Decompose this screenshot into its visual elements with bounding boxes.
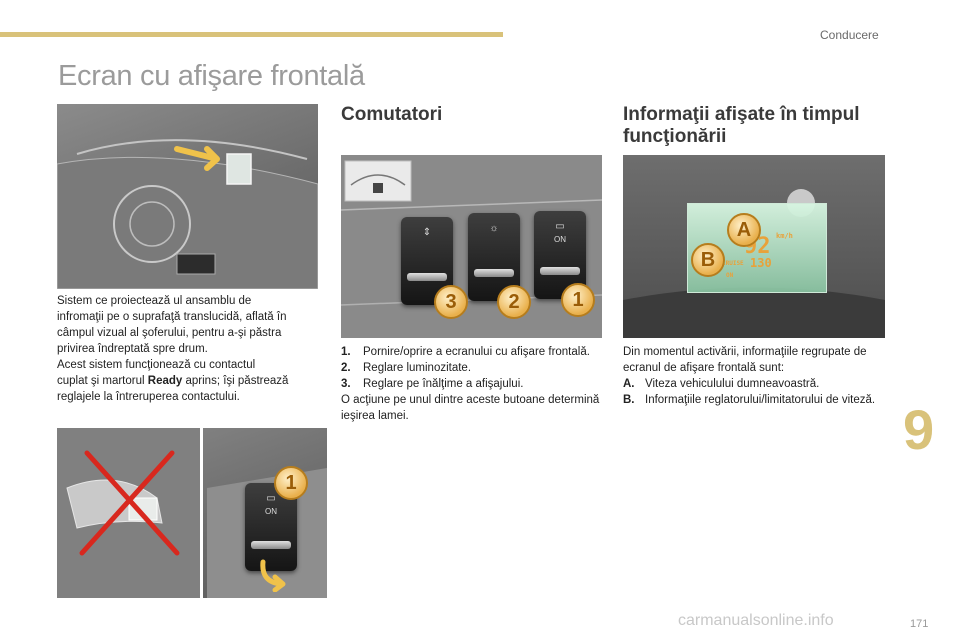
list-item: A. Viteza vehiculului dumneavoastră. bbox=[623, 376, 885, 392]
hud-icon: ▭ bbox=[555, 221, 565, 232]
hud-icon: ▭ bbox=[266, 493, 276, 504]
list-item-text: Pornire/oprire a ecranului cu afişare fr… bbox=[363, 346, 590, 358]
section-name: Conducere bbox=[820, 28, 879, 42]
hud-display-illustration: 92 km/h CRUISE 130 ON A B bbox=[623, 155, 885, 338]
intro-paragraph: Sistem ce proiectează ul ansamblu de inf… bbox=[57, 293, 319, 405]
list-item-number: 3. bbox=[341, 378, 351, 390]
switch-badge-3: 3 bbox=[434, 285, 468, 319]
list-item: 1. Pornire/oprire a ecranului cu afişare… bbox=[341, 344, 603, 360]
switch-press-illustration: ▭ ON 1 bbox=[57, 428, 327, 598]
intro-text: cuplat şi martorul bbox=[57, 375, 148, 387]
switch-bar bbox=[474, 269, 514, 277]
intro-line: Acest sistem funcţionează cu contactul bbox=[57, 359, 256, 371]
switches-list: 1. Pornire/oprire a ecranului cu afişare… bbox=[341, 344, 603, 424]
list-item-letter: A. bbox=[623, 378, 635, 390]
switches-heading: Comutatori bbox=[341, 104, 443, 125]
display-info-heading: Informaţii afişate în timpul funcţionări… bbox=[623, 104, 860, 147]
switch-badge-1: 1 bbox=[561, 283, 595, 317]
hud-set-speed: 130 bbox=[750, 256, 772, 270]
switch-bar bbox=[540, 267, 580, 275]
switch-on-label: ON bbox=[265, 507, 277, 516]
intro-line: infromaţii pe o suprafaţă translucidă, a… bbox=[57, 311, 287, 323]
hud-cruise-label: CRUISE bbox=[722, 260, 744, 267]
hud-badge-b: B bbox=[691, 243, 725, 277]
hud-speed-unit: km/h bbox=[776, 232, 793, 240]
dashboard-illustration bbox=[57, 104, 318, 289]
list-item-text: Informaţiile reglatorului/limitatorului … bbox=[645, 394, 876, 406]
switches-note: O acţiune pe unul dintre aceste butoane … bbox=[341, 394, 600, 422]
ready-indicator-label: Ready bbox=[147, 375, 183, 387]
switch-badge-1: 1 bbox=[274, 466, 308, 500]
intro-line: reglajele la întreruperea contactului. bbox=[57, 391, 240, 403]
list-item-text: Reglare pe înălţime a afişajului. bbox=[363, 378, 524, 390]
hud-on-label: ON bbox=[726, 272, 734, 279]
list-item-letter: B. bbox=[623, 394, 635, 406]
watermark: carmanualsonline.info bbox=[678, 612, 834, 629]
switch-bar bbox=[251, 541, 291, 549]
switch-on-label: ON bbox=[554, 235, 566, 244]
page-title: Ecran cu afişare frontală bbox=[58, 60, 365, 92]
dashboard-drawing bbox=[57, 139, 318, 289]
list-item-number: 1. bbox=[341, 346, 351, 358]
display-info-intro: Din momentul activării, informaţiile reg… bbox=[623, 346, 867, 374]
intro-line: câmpul vizual al şoferului, pentru a-şi … bbox=[57, 327, 282, 339]
intro-line: cuplat şi martorul Ready aprins; îşi păs… bbox=[57, 373, 319, 389]
hud-badge-a: A bbox=[727, 213, 761, 247]
page-number: 171 bbox=[910, 618, 929, 630]
intro-text: aprins; îşi păstrează bbox=[182, 375, 289, 387]
list-item-text: Reglare luminozitate. bbox=[363, 362, 472, 374]
display-info-text: Din momentul activării, informaţiile reg… bbox=[623, 344, 885, 408]
height-icon: ⇕ bbox=[422, 227, 432, 238]
brightness-icon: ☼ bbox=[489, 223, 499, 234]
list-item-number: 2. bbox=[341, 362, 351, 374]
list-item-text: Viteza vehiculului dumneavoastră. bbox=[645, 378, 820, 390]
list-item: 2. Reglare luminozitate. bbox=[341, 360, 603, 376]
arrow-down-icon bbox=[260, 559, 286, 592]
switches-illustration: ⇕ ☼ ▭ ON 3 2 1 bbox=[341, 155, 602, 338]
intro-line: Sistem ce proiectează ul ansamblu de bbox=[57, 295, 252, 307]
list-item: B. Informaţiile reglatorului/limitatorul… bbox=[623, 392, 885, 408]
list-item: 3. Reglare pe înălţime a afişajului. bbox=[341, 376, 603, 392]
chapter-number: 9 bbox=[903, 398, 935, 461]
switch-badge-2: 2 bbox=[497, 285, 531, 319]
header-accent-bar bbox=[0, 32, 503, 37]
intro-line: privirea îndreptată spre drum. bbox=[57, 343, 208, 355]
switch-bar bbox=[407, 273, 447, 281]
